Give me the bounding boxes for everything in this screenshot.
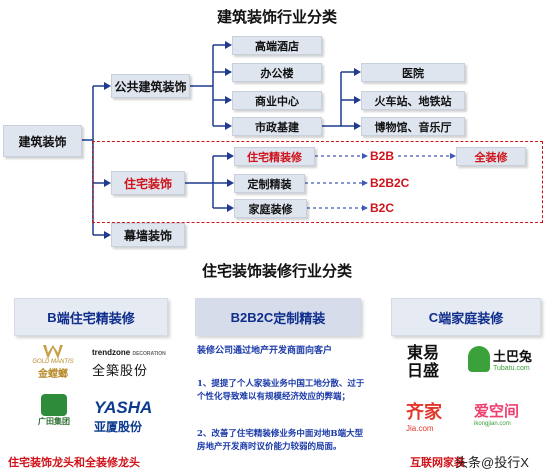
goldmantis-cn: 金螳螂 bbox=[38, 369, 68, 380]
yasha-en: YASHA bbox=[94, 398, 153, 417]
b2b2c-point-2: 2、改善了住宅精装修业务中面对地B端大型房地产开发商时议价能力较弱的局面。 bbox=[197, 429, 364, 452]
node-hospital: 医院 bbox=[361, 63, 465, 82]
guangtian-logo: 广田集团 bbox=[26, 394, 82, 427]
panel-c-end-prefix: C bbox=[428, 309, 439, 325]
goldmantis-en: GOLD MANTIS bbox=[32, 359, 74, 365]
yasha-logo: YASHA 亚厦股份 bbox=[94, 398, 168, 435]
channel-b2c: B2C bbox=[370, 201, 395, 215]
yasha-cn: 亚厦股份 bbox=[94, 420, 143, 434]
trendzone-sub: DECORATION bbox=[132, 351, 166, 357]
guangtian-cn: 广田集团 bbox=[38, 416, 70, 426]
node-hotel: 高端酒店 bbox=[232, 36, 322, 55]
node-curtain-wall: 幕墙装饰 bbox=[111, 223, 185, 247]
panel-b2b2c-prefix: B2B2C bbox=[230, 309, 274, 325]
dongyi-line-2: 日盛 bbox=[407, 361, 440, 380]
tubatu-rabbit-icon bbox=[468, 346, 490, 372]
panel-b2b2c-suffix: 定制精装 bbox=[273, 311, 326, 327]
jia-logo: 齐家 Jia.com bbox=[406, 398, 456, 433]
node-commercial: 商业中心 bbox=[232, 91, 322, 110]
ikongjian-en: ikongjian.com bbox=[474, 421, 511, 427]
goldmantis-logo: GOLD MANTIS 金螳螂 bbox=[22, 345, 84, 380]
channel-b2b: B2B bbox=[370, 149, 395, 163]
panel-b-end-suffix: 端住宅精装修 bbox=[56, 311, 135, 327]
guangtian-mark-icon bbox=[41, 394, 67, 416]
ikongjian-logo: 爱空间 ikongjian.com bbox=[474, 400, 540, 427]
trendzone-en: trendzone bbox=[92, 348, 131, 357]
residential-highlight-box bbox=[92, 141, 543, 223]
trendzone-cn: 全築股份 bbox=[92, 364, 149, 379]
node-residential: 住宅装饰 bbox=[111, 171, 185, 195]
dongyi-logo: 東易 日盛 bbox=[407, 344, 451, 380]
bottom-title: 住宅装饰装修行业分类 bbox=[201, 262, 352, 280]
node-public: 公共建筑装饰 bbox=[111, 74, 190, 98]
b2b2c-intro: 装修公司通过地产开发商面向客户 bbox=[197, 346, 333, 356]
panel-b-end-prefix: B bbox=[47, 309, 57, 325]
watermark: 头条@投行X bbox=[455, 455, 529, 470]
tubatu-en: Tubatu.com bbox=[493, 365, 530, 372]
tubatu-logo: 土巴兔 Tubatu.com bbox=[468, 346, 550, 372]
node-station: 火车站、地铁站 bbox=[361, 91, 465, 110]
trendzone-logo: trendzone DECORATION 全築股份 bbox=[92, 348, 172, 379]
diagram-title: 建筑装饰行业分类 bbox=[216, 8, 337, 26]
panel-c-end-suffix: 端家庭装修 bbox=[438, 311, 504, 327]
ikongjian-cn: 爱空间 bbox=[474, 402, 520, 420]
node-municipal: 市政基建 bbox=[232, 117, 322, 136]
b2b2c-point-1: 1、提提了个人家装业务中国工地分散、过于个性化导致难以有规模经济效应的弊端； bbox=[197, 379, 365, 402]
dongyi-line-1: 東易 bbox=[407, 343, 440, 362]
node-root: 建筑装饰 bbox=[3, 125, 82, 157]
node-museum: 博物馆、音乐厅 bbox=[361, 117, 465, 136]
node-office: 办公楼 bbox=[232, 63, 322, 82]
node-fine-fit: 住宅精装修 bbox=[234, 147, 315, 166]
caption-c-end: 互联网家装 bbox=[410, 456, 465, 469]
caption-b-end: 住宅装饰龙头和全装修龙头 bbox=[8, 456, 140, 469]
jia-en: Jia.com bbox=[406, 424, 434, 433]
channel-b2b2c: B2B2C bbox=[370, 176, 410, 190]
node-home-decor: 家庭装修 bbox=[234, 199, 307, 218]
jia-cn: 齐家 bbox=[406, 402, 442, 423]
goldmantis-mark-icon bbox=[43, 345, 63, 359]
node-full-fit: 全装修 bbox=[456, 147, 526, 166]
tubatu-cn: 土巴兔 bbox=[493, 350, 533, 365]
node-custom-fit: 定制精装 bbox=[234, 174, 305, 193]
